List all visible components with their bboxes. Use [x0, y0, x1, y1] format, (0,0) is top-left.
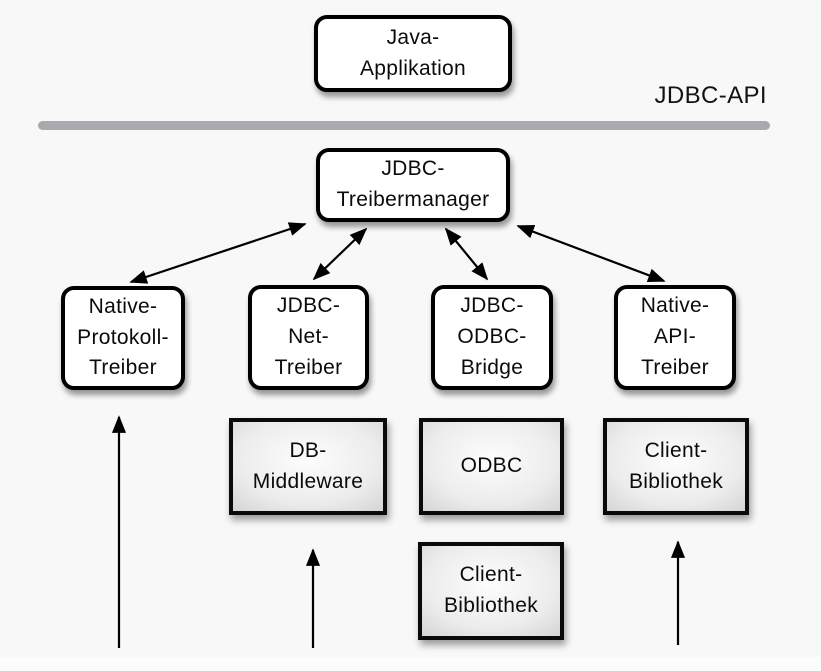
node-label: JDBC- ODBC- Bridge	[457, 294, 527, 379]
node-label: Client- Bibliothek	[443, 563, 539, 617]
node-label: Native- Protokoll- Treiber	[77, 294, 169, 380]
node-jdbc-treibermanager: JDBC- Treibermanager	[316, 148, 510, 222]
jdbc-api-divider-line	[38, 121, 770, 130]
node-jdbc-odbc-bridge: JDBC- ODBC- Bridge	[431, 285, 553, 390]
jdbc-api-label: JDBC-API	[654, 82, 767, 109]
node-label: JDBC- Net- Treiber	[274, 294, 343, 379]
node-java-applikation: Java- Applikation	[314, 15, 512, 92]
bottom-edge-highlight	[0, 657, 821, 671]
node-jdbc-net-treiber: JDBC- Net- Treiber	[248, 285, 369, 390]
node-native-api-treiber: Native- API- Treiber	[614, 285, 736, 390]
node-label: Native- API- Treiber	[640, 294, 710, 379]
node-db-middleware: DB- Middleware	[229, 418, 387, 515]
edge-treibermanager-native-api	[516, 224, 666, 283]
node-client-bibliothek-odbc: Client- Bibliothek	[418, 542, 564, 640]
node-odbc: ODBC	[419, 418, 564, 515]
node-label: ODBC	[460, 454, 523, 478]
edge-treibermanager-jdbc-odbc	[444, 227, 489, 281]
edge-treibermanager-jdbc-net	[312, 227, 368, 281]
node-client-bibliothek-native-api: Client- Bibliothek	[603, 418, 749, 515]
edge-treibermanager-native-protokoll	[129, 222, 307, 284]
node-label: Java- Applikation	[359, 25, 467, 80]
node-label: JDBC- Treibermanager	[336, 157, 490, 211]
node-native-protokoll-treiber: Native- Protokoll- Treiber	[61, 286, 185, 390]
node-label: DB- Middleware	[252, 438, 364, 493]
node-label: Client- Bibliothek	[628, 438, 724, 493]
